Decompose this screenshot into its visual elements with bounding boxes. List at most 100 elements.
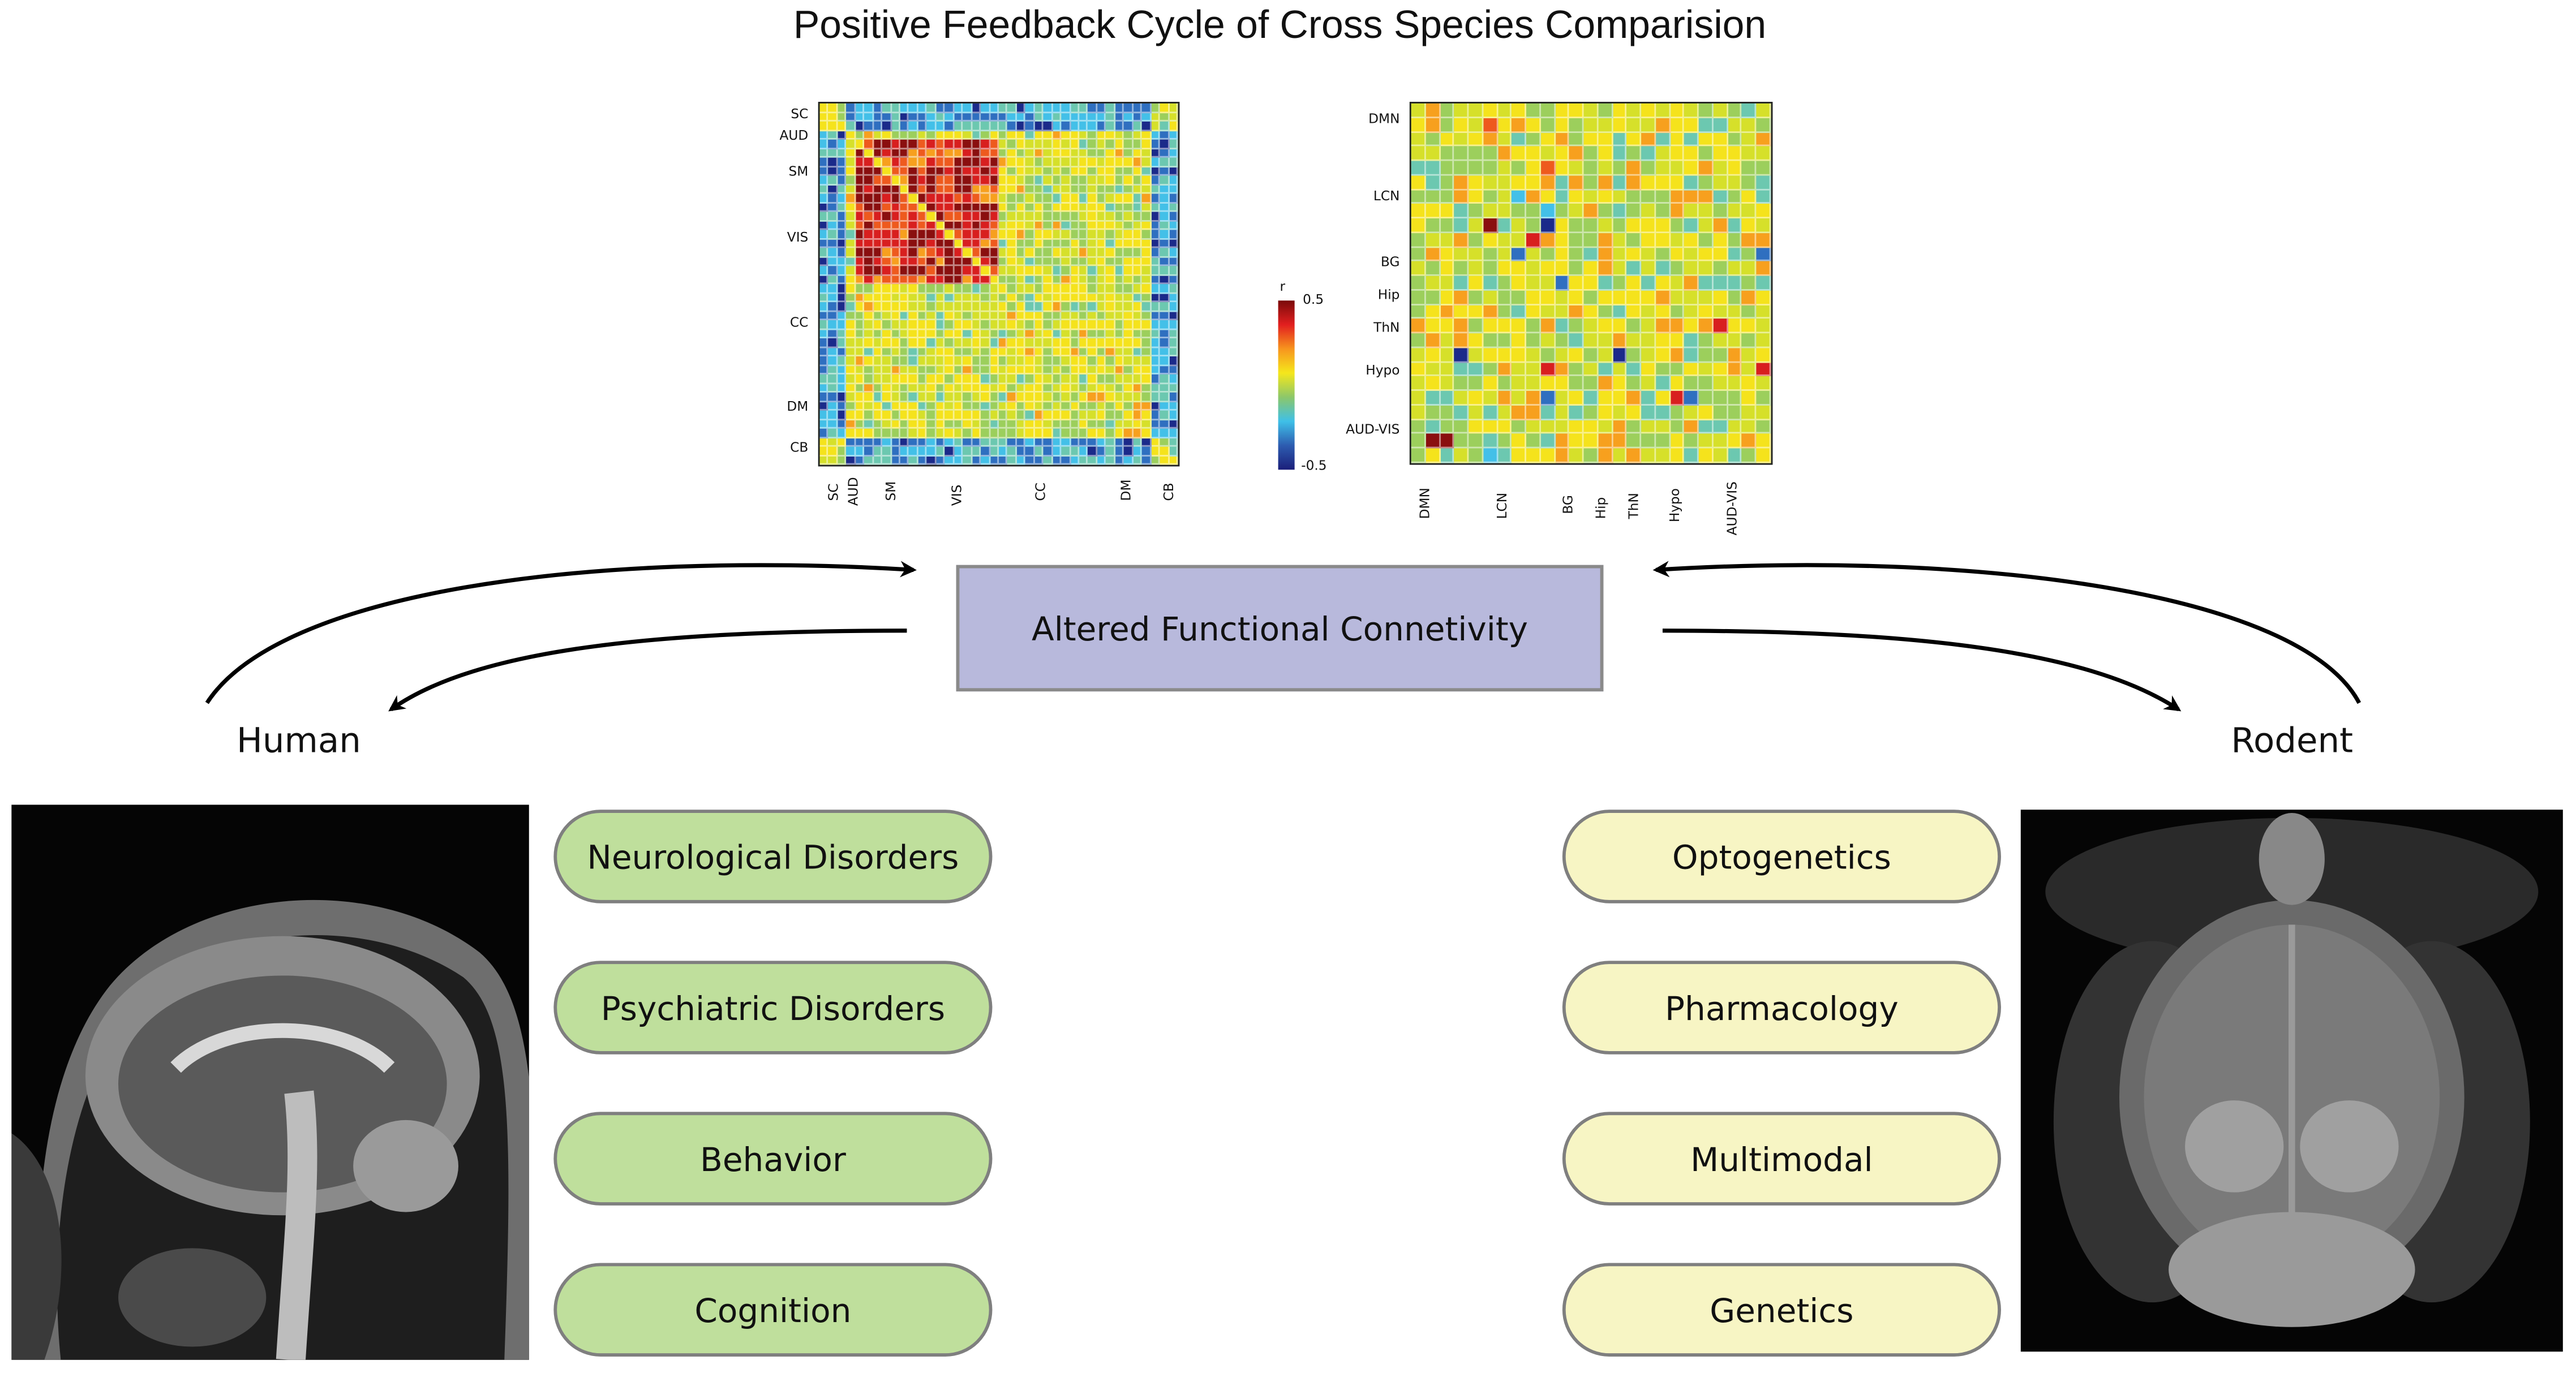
- heatmap-cell: [1440, 204, 1455, 219]
- heatmap-cell: [1097, 121, 1106, 131]
- heatmap-cell: [873, 166, 883, 176]
- heatmap-cell: [1512, 147, 1527, 161]
- heatmap-cell: [1512, 118, 1527, 132]
- heatmap-cell: [1454, 290, 1469, 305]
- heatmap-cell: [1115, 239, 1124, 248]
- heatmap-cell: [990, 446, 999, 456]
- heatmap-cell: [945, 175, 954, 185]
- heatmap-cell: [972, 203, 981, 212]
- heatmap-cell: [847, 320, 856, 330]
- heatmap-cell: [1025, 401, 1035, 411]
- heatmap-cell: [1757, 362, 1771, 377]
- heatmap-cell: [1070, 383, 1080, 393]
- heatmap-cell: [1034, 248, 1044, 257]
- heatmap-cell: [1007, 184, 1017, 194]
- heatmap-cell: [936, 419, 946, 429]
- heatmap-cell: [990, 401, 999, 411]
- heatmap-cell: [972, 455, 981, 465]
- heatmap-cell: [999, 374, 1008, 384]
- heatmap-cell: [1627, 247, 1642, 262]
- heatmap-cell: [855, 239, 865, 248]
- heatmap-cell: [936, 293, 946, 303]
- heatmap-cell: [1627, 218, 1642, 233]
- heatmap-cell: [954, 275, 963, 285]
- heatmap-cell: [1440, 304, 1455, 320]
- heatmap-cell: [891, 338, 901, 348]
- heatmap-cell: [891, 275, 901, 285]
- heatmap-cell: [1757, 218, 1771, 233]
- heatmap-cell: [1115, 193, 1124, 203]
- heatmap-cell: [1070, 184, 1080, 194]
- colorbar-min: -0.5: [1301, 458, 1327, 474]
- heatmap-cell: [1411, 420, 1426, 434]
- heatmap-cell: [1133, 275, 1143, 285]
- heatmap-cell: [1469, 132, 1483, 147]
- heatmap-cell: [990, 365, 999, 375]
- heatmap-cell: [1160, 455, 1169, 465]
- heatmap-cell: [999, 284, 1008, 294]
- heatmap-cell: [945, 212, 954, 221]
- heatmap-cell: [1684, 118, 1699, 132]
- heatmap-cell: [1070, 121, 1080, 131]
- heatmap-cell: [1612, 405, 1628, 420]
- heatmap-cell: [1742, 304, 1757, 320]
- heatmap-cell: [1061, 193, 1071, 203]
- heatmap-cell: [1583, 434, 1599, 449]
- heatmap-cell: [945, 410, 954, 420]
- heatmap-cell: [1142, 166, 1152, 176]
- heatmap-cell: [936, 184, 946, 194]
- heatmap-cell: [1627, 333, 1642, 348]
- heatmap-cell: [1583, 103, 1599, 118]
- heatmap-cell: [963, 157, 972, 167]
- heatmap-cell: [1133, 302, 1143, 312]
- heatmap-cell: [900, 383, 909, 393]
- heatmap-cell: [972, 320, 981, 330]
- heatmap-cell: [1469, 319, 1483, 334]
- heatmap-cell: [1079, 275, 1089, 285]
- heatmap-cell: [1526, 103, 1541, 118]
- heatmap-cell: [1598, 247, 1613, 262]
- heatmap-cell: [981, 121, 990, 131]
- heatmap-cell: [1142, 184, 1152, 194]
- heatmap-cell: [1052, 428, 1062, 438]
- heatmap-cell: [945, 230, 954, 239]
- heatmap-cell: [1512, 405, 1527, 420]
- heatmap-cell: [1115, 338, 1124, 348]
- heatmap-cell: [981, 284, 990, 294]
- heatmap-cell: [1044, 266, 1053, 276]
- heatmap-cell: [1088, 221, 1098, 230]
- heatmap-cell: [1526, 247, 1541, 262]
- heatmap-cell: [1016, 230, 1026, 239]
- heatmap-cell: [1044, 275, 1053, 285]
- heatmap-cell: [891, 302, 901, 312]
- heatmap-cell: [1483, 175, 1498, 190]
- heatmap-cell: [1497, 204, 1512, 219]
- heatmap-cell: [900, 284, 909, 294]
- heatmap-cell: [1124, 248, 1134, 257]
- heatmap-cell: [1540, 434, 1556, 449]
- heatmap-cell: [1426, 204, 1440, 219]
- heatmap-cell: [1025, 221, 1035, 230]
- heatmap-cell: [1061, 383, 1071, 393]
- heatmap-cell: [1016, 166, 1026, 176]
- heatmap-cell: [1124, 221, 1134, 230]
- heatmap-cell: [1088, 419, 1098, 429]
- heatmap-cell: [1088, 275, 1098, 285]
- heatmap-cell: [1044, 392, 1053, 402]
- heatmap-cell: [873, 329, 883, 339]
- heatmap-cell: [1483, 233, 1498, 248]
- heatmap-cell: [1079, 428, 1089, 438]
- heatmap-cell: [954, 239, 963, 248]
- heatmap-cell: [1034, 428, 1044, 438]
- heatmap-cell: [819, 166, 829, 176]
- heatmap-cell: [1555, 319, 1570, 334]
- heatmap-cell: [1034, 112, 1044, 122]
- heatmap-cell: [1670, 233, 1685, 248]
- heatmap-cell: [1061, 203, 1071, 212]
- heatmap-cell: [1079, 166, 1089, 176]
- heatmap-cell: [945, 139, 954, 149]
- heatmap-cell: [1728, 204, 1742, 219]
- heatmap-cell: [1160, 112, 1169, 122]
- heatmap-cell: [1070, 356, 1080, 365]
- heatmap-cell: [873, 437, 883, 447]
